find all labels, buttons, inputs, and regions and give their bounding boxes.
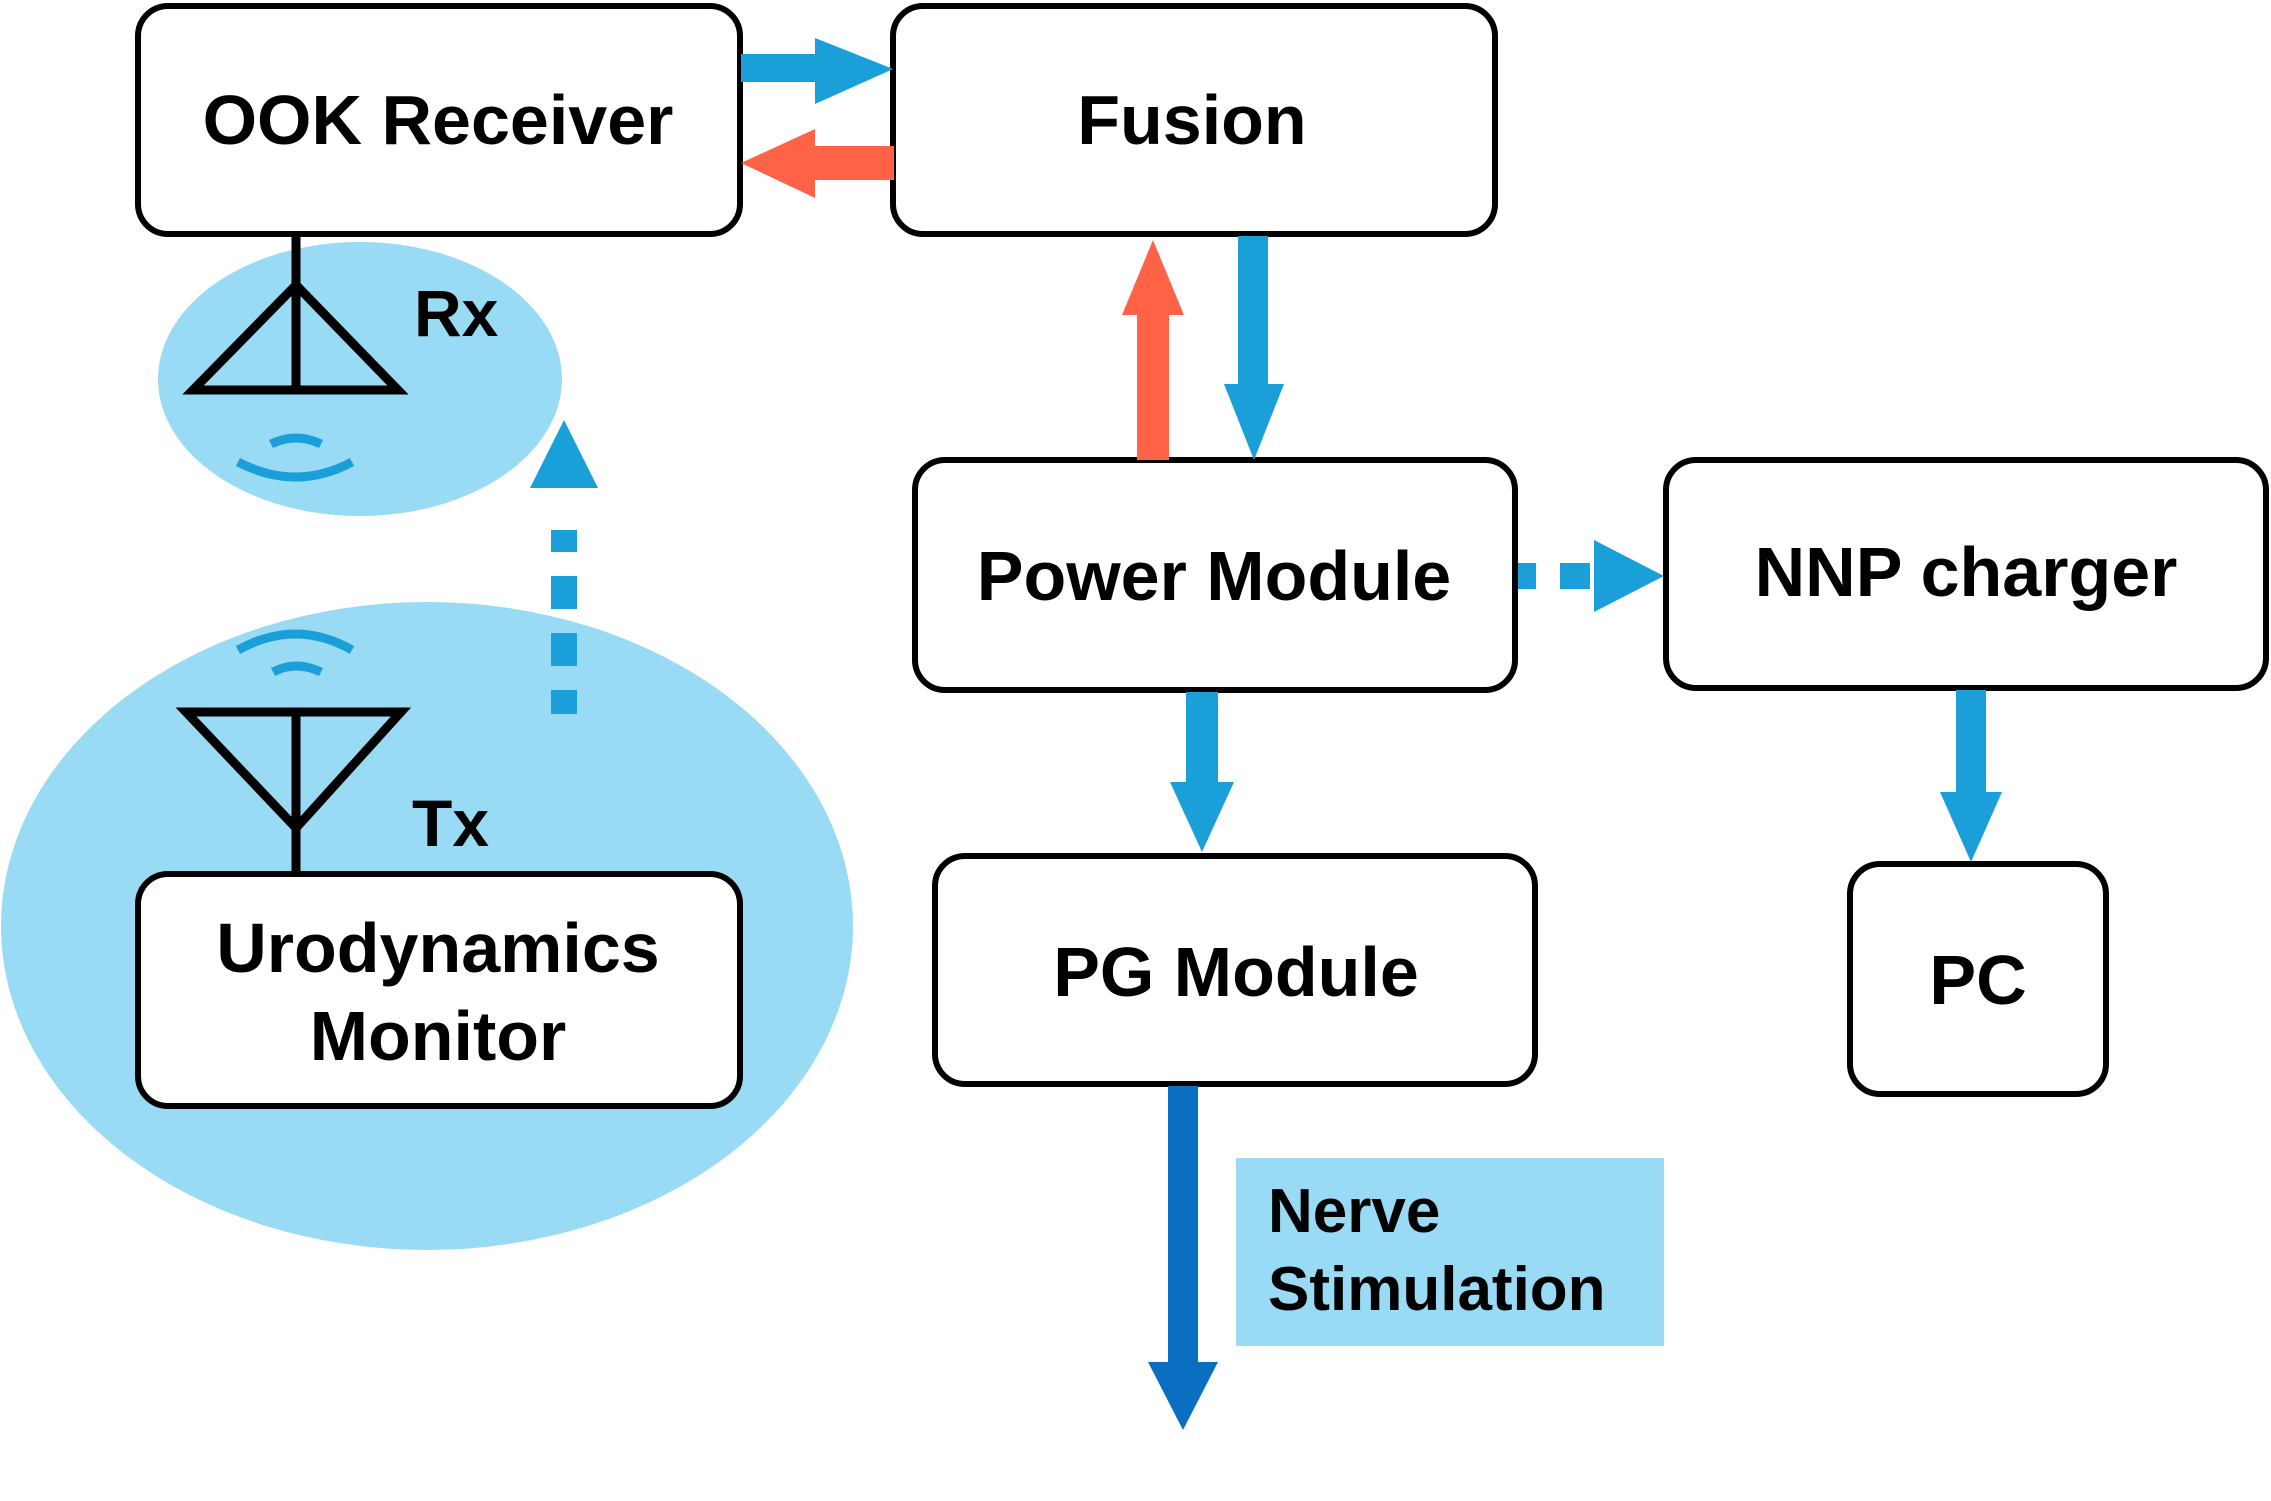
arrow-power-to-pg bbox=[1170, 692, 1234, 852]
rx-label: Rx bbox=[414, 276, 499, 350]
arrow-tx-to-rx-dashed bbox=[530, 420, 598, 714]
nerve-stimulation-line2: Stimulation bbox=[1268, 1255, 1606, 1324]
pc-label: PC bbox=[1929, 941, 2026, 1019]
rx-zone bbox=[158, 242, 562, 516]
nerve-stimulation-line1: Nerve bbox=[1268, 1177, 1440, 1246]
tx-signal-waves-icon bbox=[235, 629, 355, 677]
arrow-fusion-to-ook bbox=[741, 129, 894, 198]
urodynamics-label-line1: Urodynamics bbox=[216, 909, 659, 987]
urodynamics-label-line2: Monitor bbox=[310, 997, 567, 1075]
arrow-fusion-to-power bbox=[1224, 236, 1284, 460]
urodynamics-monitor-box bbox=[135, 871, 743, 1109]
nnp-charger-label: NNP charger bbox=[1755, 533, 2178, 611]
ook-receiver-label: OOK Receiver bbox=[203, 81, 674, 159]
fusion-label: Fusion bbox=[1077, 81, 1306, 159]
pg-module-box bbox=[932, 853, 1538, 1087]
pg-module-label: PG Module bbox=[1053, 933, 1419, 1011]
arrow-pg-to-nerve bbox=[1148, 1086, 1218, 1430]
power-module-box bbox=[912, 457, 1518, 693]
arrow-power-to-fusion bbox=[1122, 240, 1184, 460]
tx-antenna-icon bbox=[175, 707, 412, 874]
ook-receiver-box bbox=[135, 3, 743, 237]
arrow-power-to-nnp-dashed bbox=[1518, 540, 1664, 612]
power-module-label: Power Module bbox=[977, 537, 1451, 615]
arrow-nnp-to-pc bbox=[1940, 690, 2002, 862]
rx-antenna-icon bbox=[182, 234, 409, 395]
pc-box bbox=[1847, 861, 2109, 1097]
fusion-box bbox=[890, 3, 1498, 237]
arrow-ook-to-fusion bbox=[741, 38, 893, 104]
nnp-charger-box bbox=[1663, 457, 2269, 691]
tx-label: Tx bbox=[412, 786, 489, 860]
nerve-stimulation-label-box bbox=[1236, 1158, 1664, 1346]
rx-signal-waves-icon bbox=[235, 433, 355, 482]
